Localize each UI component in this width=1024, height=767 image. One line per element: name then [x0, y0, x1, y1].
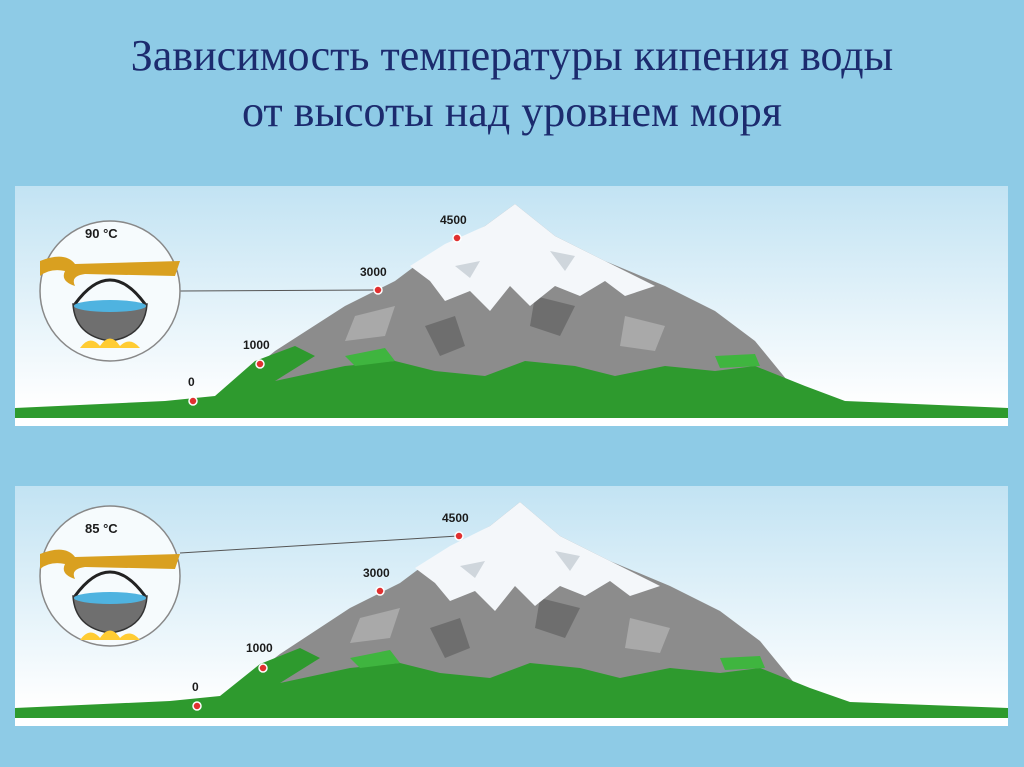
snow-shadow: [550, 251, 575, 271]
rock-highlight: [350, 608, 400, 643]
rock-highlight: [620, 316, 665, 351]
altitude-marker-3000: 3000: [363, 566, 390, 596]
rock-shadow: [425, 316, 465, 356]
water-icon: [74, 592, 146, 604]
altitude-label: 4500: [442, 511, 469, 525]
pot-hanger-icon: [40, 256, 180, 286]
altitude-label: 1000: [246, 641, 273, 655]
altitude-marker-4500: 4500: [440, 213, 467, 243]
altitude-marker-0: 0: [192, 680, 202, 711]
title-line-2: от высоты над уровнем моря: [242, 87, 782, 136]
altitude-label: 3000: [360, 265, 387, 279]
boiling-pot-inset: 85 °C: [39, 505, 181, 647]
grass-highlight: [720, 656, 765, 670]
page-title: Зависимость температуры кипения воды от …: [0, 28, 1024, 140]
grass-highlight: [345, 348, 395, 366]
altitude-label: 0: [192, 680, 199, 694]
pot-handle-icon: [73, 570, 147, 597]
rock-shadow: [535, 598, 580, 638]
water-icon: [74, 300, 146, 312]
snow-shadow: [555, 551, 580, 571]
rock-highlight: [345, 306, 395, 341]
altitude-marker-4500: 4500: [442, 511, 469, 541]
pointer-line: [179, 289, 378, 292]
altitude-marker-1000: 1000: [246, 641, 273, 673]
altitude-label: 3000: [363, 566, 390, 580]
mountain-illustration: 0 1000 3000 4500 90 °C: [15, 204, 1008, 418]
pointer-line: [179, 535, 459, 554]
rock-highlight: [625, 618, 670, 653]
altitude-marker-3000: 3000: [360, 265, 387, 295]
altitude-label: 1000: [243, 338, 270, 352]
snow-shadow: [455, 261, 480, 278]
temperature-label: 85 °C: [85, 521, 118, 536]
altitude-marker-0: 0: [188, 375, 198, 406]
grass-highlight: [350, 650, 400, 668]
diagram-panel-2: 0 1000 3000 4500 85 °C: [15, 486, 1008, 726]
temperature-label: 90 °C: [85, 226, 118, 241]
snow-shadow: [460, 561, 485, 578]
pot-handle-icon: [73, 278, 147, 305]
mountain-illustration: 0 1000 3000 4500 85 °C: [15, 502, 1008, 718]
fire-icon: [80, 630, 140, 640]
snow-cap: [415, 502, 660, 611]
altitude-marker-1000: 1000: [243, 338, 270, 369]
boiling-pot-inset: 90 °C: [39, 220, 181, 362]
snow-cap: [410, 204, 655, 311]
altitude-label: 0: [188, 375, 195, 389]
grass-highlight: [715, 354, 760, 368]
pot-hanger-icon: [40, 549, 180, 579]
title-line-1: Зависимость температуры кипения воды: [130, 31, 894, 80]
altitude-label: 4500: [440, 213, 467, 227]
diagram-panel-1: 0 1000 3000 4500 90 °C: [15, 186, 1008, 426]
fire-icon: [80, 338, 140, 348]
rock-shadow: [530, 296, 575, 336]
rock-shadow: [430, 618, 470, 658]
